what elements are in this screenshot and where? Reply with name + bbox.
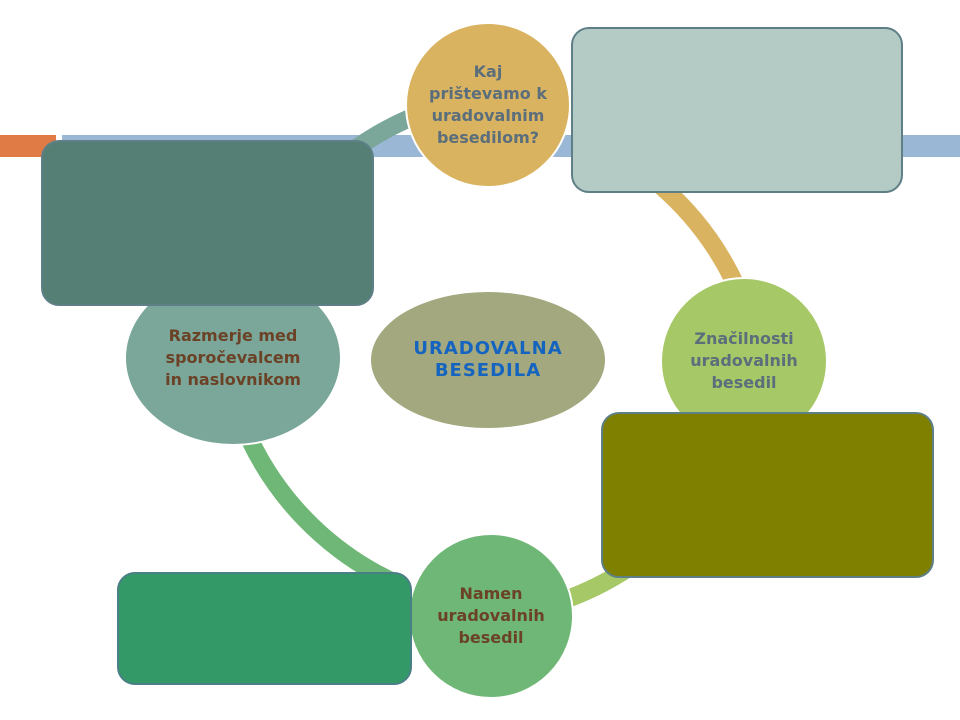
content-box-top-right: [571, 27, 903, 193]
center-node: URADOVALNA BESEDILA: [369, 290, 607, 430]
node-what-counts-label: Kaj prištevamo k uradovalnim besedilom?: [429, 62, 547, 147]
node-what-counts: Kaj prištevamo k uradovalnim besedilom?: [405, 22, 571, 188]
arc-top-to-right: [654, 178, 747, 294]
content-box-right: [601, 412, 934, 578]
node-purpose: Namen uradovalnih besedil: [408, 533, 574, 699]
content-box-top-left: [41, 140, 374, 306]
content-box-bottom-left: [117, 572, 412, 685]
node-relationship-label: Razmerje med sporočevalcem in naslovniko…: [165, 326, 301, 389]
node-characteristics-label: Značilnosti uradovalnih besedil: [690, 329, 798, 392]
node-purpose-label: Namen uradovalnih besedil: [437, 584, 545, 647]
arc-bottom-to-left: [241, 436, 404, 594]
center-node-label: URADOVALNA BESEDILA: [413, 338, 563, 381]
